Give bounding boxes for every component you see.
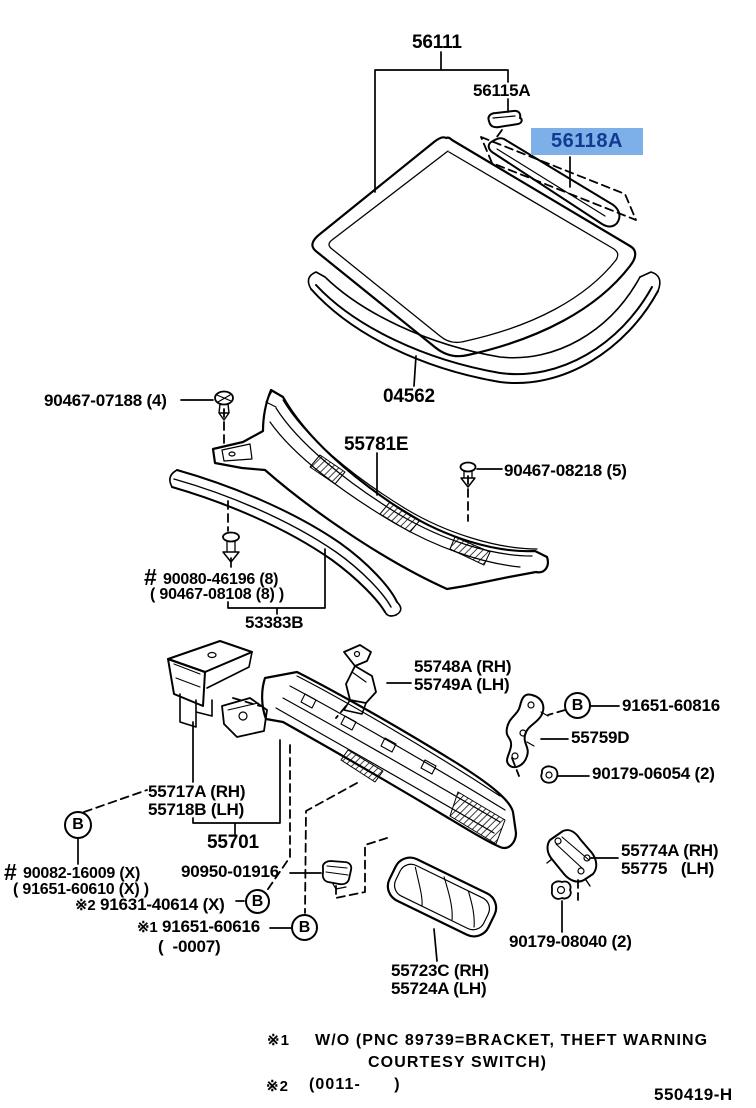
cowl-side-panel-55723-drawing: [386, 856, 498, 938]
part-label-55701[interactable]: 55701: [207, 832, 259, 853]
fastener-callout-b: B: [291, 914, 318, 941]
note-ref-2-mark: ※2: [75, 897, 96, 914]
nut-90179-06054-icon: [540, 765, 559, 784]
leader-lines: [77, 51, 620, 962]
part-label-53383B[interactable]: 53383B: [245, 613, 304, 632]
footnote-1-ref: ※1: [267, 1032, 291, 1049]
cowl-seal-53383B-drawing: [169, 469, 402, 617]
part-label-55723C[interactable]: 55723C (RH): [391, 961, 489, 980]
part-label-55781E[interactable]: 55781E: [344, 434, 409, 455]
part-label-04562[interactable]: 04562: [383, 386, 435, 407]
footnote-1-line2: COURTESY SWITCH): [368, 1054, 548, 1071]
screw-90467-07188-icon: [214, 390, 234, 421]
grommet-90179-08040-icon: [550, 880, 572, 900]
part-label-90179-08040[interactable]: 90179-08040 (2): [509, 932, 632, 951]
bracket-55717-drawing: [167, 640, 253, 728]
part-label-56115A[interactable]: 56115A: [473, 81, 531, 100]
substitution-hash-mark: #: [144, 564, 157, 590]
clip-90080-46196-icon: [222, 531, 240, 563]
moulding-56118A-drawing[interactable]: [480, 136, 637, 228]
substitution-hash-mark: #: [4, 859, 17, 885]
part-label-91651-60816[interactable]: 91651-60816: [622, 696, 721, 715]
part-label-55775[interactable]: 55775 (LH): [621, 859, 715, 878]
part-label-90082-16009[interactable]: 90082-16009 (X): [23, 865, 141, 882]
part-label-91651-60616[interactable]: ※1 91651-60616: [137, 917, 261, 936]
part-label-55717A[interactable]: 55717A (RH): [148, 782, 246, 801]
part-label-56111[interactable]: 56111: [412, 32, 462, 53]
part-label-90467-08108[interactable]: ( 90467-08108 (8) ): [150, 586, 285, 603]
weatherstrip-04562-drawing: [307, 271, 661, 384]
fastener-callout-b: B: [564, 692, 591, 719]
bracket-55774-drawing: [546, 829, 598, 887]
part-label-91631-40614[interactable]: ※2 91631-40614 (X): [75, 895, 225, 914]
cowl-louver-55781E-drawing: [211, 388, 549, 591]
part-label-55759D[interactable]: 55759D: [571, 728, 630, 747]
clip-90467-08218-icon: [459, 461, 477, 488]
part-label-56118A-highlighted[interactable]: 56118A: [531, 128, 643, 155]
part-label-91651-60610[interactable]: ( 91651-60610 (X) ): [13, 881, 149, 898]
page-code: 550419-H: [654, 1085, 733, 1104]
date-range-label: ( -0007): [158, 937, 221, 956]
part-label-90467-08218[interactable]: 90467-08218 (5): [504, 461, 627, 480]
footnote-1-line1: W/O (PNC 89739=BRACKET, THEFT WARNING: [315, 1032, 709, 1049]
fastener-callout-b: B: [245, 889, 270, 914]
windshield-glass-drawing: [311, 136, 637, 358]
part-label-55724A[interactable]: 55724A (LH): [391, 979, 487, 998]
part-label-90179-06054[interactable]: 90179-06054 (2): [592, 764, 715, 783]
cowl-panel-55701-drawing: [221, 670, 518, 850]
part-label-55749A[interactable]: 55749A (LH): [414, 675, 510, 694]
bracket-55759D-drawing: [505, 693, 549, 769]
part-label-90467-07188[interactable]: 90467-07188 (4): [44, 391, 167, 410]
clip-56115A-drawing: [487, 109, 523, 129]
part-label-90080-46196[interactable]: 90080-46196 (8): [163, 571, 279, 588]
part-label-90950-01916[interactable]: 90950-01916: [181, 862, 280, 881]
pad-90950-01916-drawing: [321, 860, 353, 890]
fastener-callout-b: B: [64, 811, 92, 839]
note-ref-1-mark: ※1: [137, 919, 158, 936]
part-label-55774A[interactable]: 55774A (RH): [621, 841, 719, 860]
part-label-55748A[interactable]: 55748A (RH): [414, 657, 512, 676]
part-label-55718B[interactable]: 55718B (LH): [148, 800, 245, 819]
footnote-2-text: (0011- ): [309, 1076, 401, 1093]
footnote-2-ref: ※2: [266, 1078, 290, 1095]
dashed-lines: [83, 129, 579, 914]
